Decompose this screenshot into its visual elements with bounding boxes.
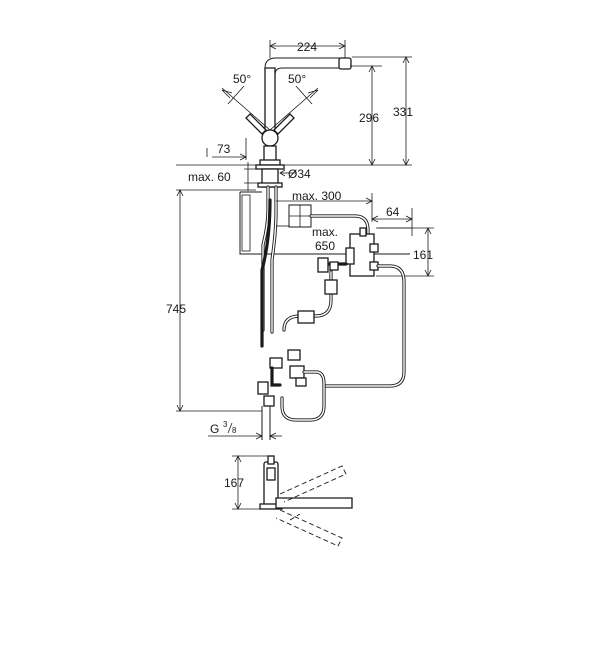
feed-lines	[317, 257, 406, 388]
dim-box-offset-label: 64	[386, 205, 400, 219]
faucet-side-view	[259, 455, 353, 547]
dimension-total-height: 331	[352, 56, 413, 166]
dimension-max-depth: max. 650	[276, 225, 338, 253]
dim-max-depth-label-line2: 650	[315, 239, 335, 253]
supply-hoses	[260, 185, 278, 348]
dim-max-hose-reach-label: max. 300	[292, 189, 342, 203]
dim-side-height-label: 167	[224, 476, 244, 490]
dim-hose-length-label: 745	[166, 302, 186, 316]
dim-total-height-label: 331	[393, 105, 413, 119]
dim-base-diameter-label: Ø34	[288, 167, 311, 181]
dim-spout-height-label: 296	[359, 111, 379, 125]
hose-reach-marker	[288, 204, 312, 228]
faucet-front-view	[245, 57, 352, 188]
dim-box-height-label: 161	[413, 248, 433, 262]
dimension-base-diameter: Ø34	[279, 167, 311, 181]
dimension-spout-reach: 224	[269, 40, 346, 58]
dimension-box-offset: 64	[371, 205, 413, 236]
dimension-deck-thickness: max. 60	[188, 162, 262, 191]
dimension-hose-length: 745	[166, 189, 262, 412]
dim-spout-reach-label: 224	[297, 40, 317, 54]
lever-angle-lines	[221, 85, 319, 131]
dim-angle-left-label: 50°	[233, 72, 251, 86]
filter-line	[282, 270, 338, 332]
dim-thread-denominator: 8	[232, 426, 237, 435]
dim-thread-numerator: 3	[223, 420, 228, 429]
dim-thread-prefix: G	[210, 422, 219, 436]
dimension-side-height: 167	[224, 455, 268, 510]
dimension-box-height: 161	[378, 227, 434, 277]
dimension-thread: G 3 8	[208, 420, 282, 440]
dimension-handle-offset: 73	[206, 138, 247, 161]
dim-handle-offset-label: 73	[217, 142, 231, 156]
dim-max-depth-label-line1: max.	[312, 225, 338, 239]
dim-deck-thickness-label: max. 60	[188, 170, 231, 184]
dimension-spout-height: 296	[350, 65, 382, 166]
dim-angle-right-label: 50°	[288, 72, 306, 86]
lower-connectors	[257, 349, 326, 440]
dimension-max-hose-reach: max. 300	[276, 189, 373, 222]
